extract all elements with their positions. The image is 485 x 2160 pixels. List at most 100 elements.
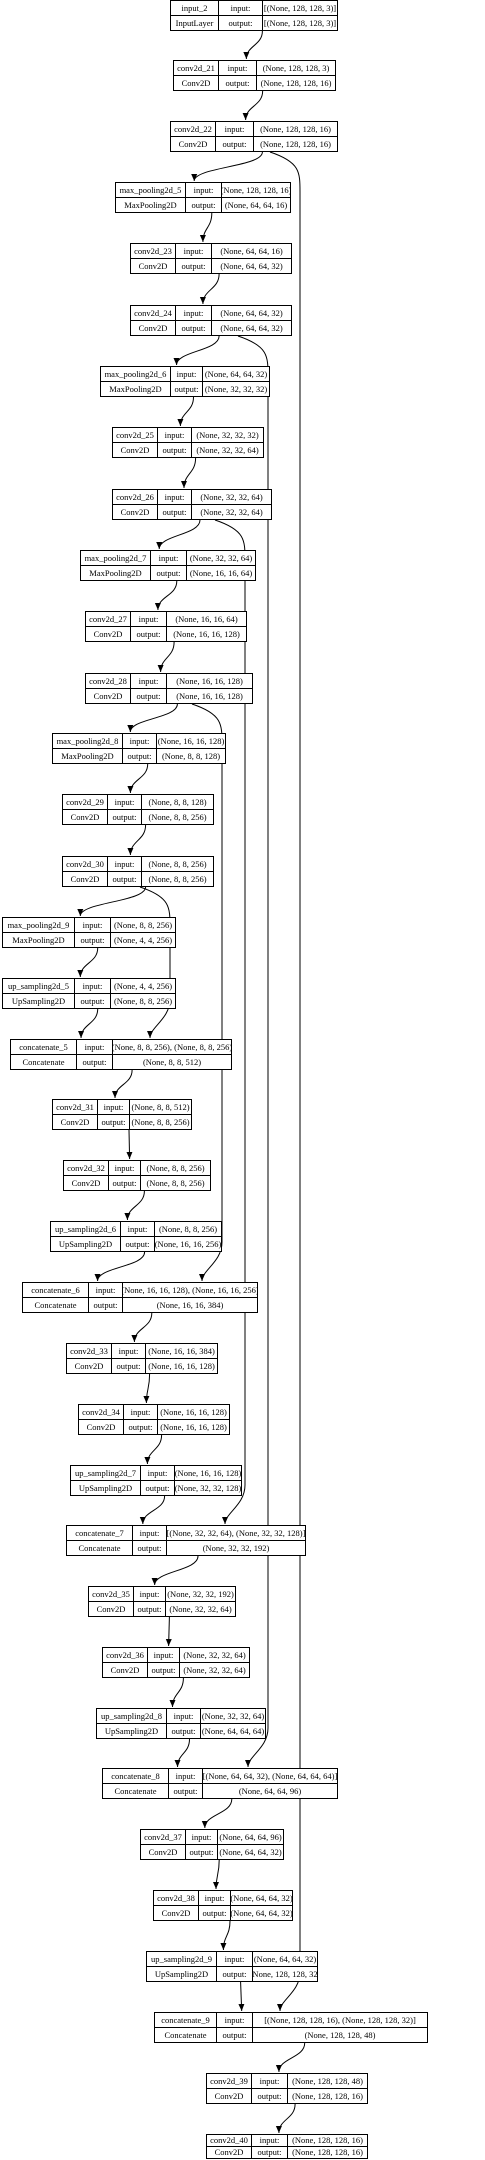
layer-type: Conv2D bbox=[113, 442, 158, 457]
layer-type: Conv2D bbox=[79, 1419, 124, 1434]
input-shape: (None, 128, 128, 48) bbox=[288, 2074, 367, 2089]
layer-type: Conv2D bbox=[113, 504, 158, 519]
layer-name: conv2d_32 bbox=[64, 1161, 109, 1176]
layer-type: Concatenate bbox=[67, 1540, 133, 1555]
input-label: input: bbox=[108, 795, 142, 810]
output-shape: (None, 8, 8, 256) bbox=[131, 1116, 190, 1127]
input-label: input: bbox=[89, 1283, 123, 1298]
edge-arrow bbox=[220, 1920, 231, 1951]
edge-arrow bbox=[242, 90, 264, 121]
layer-name: conv2d_31 bbox=[53, 1100, 98, 1115]
layer-type: Conv2D bbox=[63, 809, 108, 824]
output-label: output: bbox=[167, 1723, 201, 1738]
output-shape: (None, 32, 32, 128) bbox=[175, 1482, 241, 1493]
input-label: input: bbox=[252, 2074, 288, 2089]
output-label: output: bbox=[186, 1844, 218, 1859]
input-label: input: bbox=[133, 1526, 167, 1541]
layer-type: InputLayer bbox=[171, 15, 219, 30]
edge-arrow bbox=[275, 2103, 296, 2134]
layer-name: conv2d_27 bbox=[86, 612, 131, 627]
edge-arrow bbox=[199, 212, 213, 243]
layer-name: max_pooling2d_8 bbox=[53, 734, 123, 749]
output-label: output: bbox=[158, 504, 192, 519]
input-label: input: bbox=[141, 1466, 175, 1481]
output-shape: (None, 128, 128, 16) bbox=[292, 2147, 363, 2158]
input-shape: (None, 32, 32, 64) bbox=[201, 1709, 265, 1724]
edge-arrow bbox=[174, 1738, 190, 1768]
edge-arrow bbox=[127, 824, 147, 856]
layer-name: concatenate_5 bbox=[11, 1040, 77, 1055]
input-label: input: bbox=[108, 857, 142, 872]
output-label: output: bbox=[124, 1419, 158, 1434]
layer-name: conv2d_22 bbox=[171, 122, 216, 137]
input-shape: (None, 128, 128, 16) bbox=[288, 2135, 367, 2147]
input-shape: (None, 16, 16, 128) bbox=[167, 674, 252, 689]
output-label: output: bbox=[109, 1175, 141, 1190]
input-shape: (None, 16, 16, 64) bbox=[167, 612, 246, 627]
input-shape: (None, 32, 32, 192) bbox=[166, 1587, 235, 1602]
input-shape: (None, 8, 8, 256) bbox=[111, 918, 175, 933]
layer-name: conv2d_23 bbox=[131, 244, 176, 259]
input-label: input: bbox=[158, 428, 192, 443]
edge-arrow bbox=[238, 1981, 245, 2012]
output-label: output: bbox=[186, 197, 222, 212]
edge-arrow bbox=[243, 30, 263, 60]
input-label: input: bbox=[219, 61, 257, 76]
layer-name: conv2d_21 bbox=[174, 61, 219, 76]
layer-name: up_sampling2d_6 bbox=[51, 1222, 121, 1237]
output-label: output: bbox=[131, 688, 167, 703]
layer-type: UpSampling2D bbox=[147, 1966, 217, 1981]
edge-arrow bbox=[156, 519, 201, 550]
input-shape: (None, 128, 128, 16) bbox=[254, 122, 337, 137]
input-shape: (None, 8, 8, 128) bbox=[142, 795, 213, 810]
input-label: input: bbox=[148, 1648, 180, 1663]
output-label: output: bbox=[77, 1054, 113, 1069]
output-label: output: bbox=[158, 442, 192, 457]
edge-arrow bbox=[124, 1190, 145, 1221]
layer-type: Conv2D bbox=[86, 688, 131, 703]
edge-arrow bbox=[173, 335, 220, 366]
edge-arrow bbox=[201, 1798, 233, 1829]
input-label: input: bbox=[112, 1344, 146, 1359]
input-shape: (None, 32, 32, 32) bbox=[192, 428, 263, 443]
input-shape: (None, 128, 128, 3) bbox=[257, 61, 335, 76]
edge-arrow bbox=[139, 886, 171, 1039]
layer-name: conv2d_26 bbox=[113, 490, 158, 505]
layer-name: concatenate_7 bbox=[67, 1526, 133, 1541]
layer-name: max_pooling2d_6 bbox=[101, 367, 171, 382]
layer-type: Conv2D bbox=[63, 871, 108, 886]
output-shape: (None, 64, 64, 16) bbox=[224, 199, 288, 210]
input-label: input: bbox=[121, 1222, 155, 1237]
layer-type: Conv2D bbox=[207, 2146, 252, 2158]
edge-arrow bbox=[77, 947, 99, 978]
layer-type: Conv2D bbox=[86, 626, 131, 641]
layer-type: Concatenate bbox=[103, 1783, 169, 1798]
output-label: output: bbox=[75, 993, 111, 1008]
output-label: output: bbox=[252, 2146, 288, 2158]
output-label: output: bbox=[148, 1662, 180, 1677]
output-shape: (None, 8, 8, 256) bbox=[148, 811, 207, 822]
output-shape: (None, 8, 8, 128) bbox=[161, 750, 221, 761]
input-label: input: bbox=[131, 612, 167, 627]
edge-arrow bbox=[77, 886, 147, 917]
output-shape: (None, 64, 64, 32) bbox=[220, 260, 283, 271]
output-shape: (None, 16, 16, 128) bbox=[176, 690, 243, 701]
input-label: input: bbox=[131, 674, 167, 689]
layer-type: UpSampling2D bbox=[71, 1480, 141, 1495]
input-shape: (None, 64, 64, 32) bbox=[203, 367, 269, 382]
output-label: output: bbox=[252, 2088, 288, 2103]
